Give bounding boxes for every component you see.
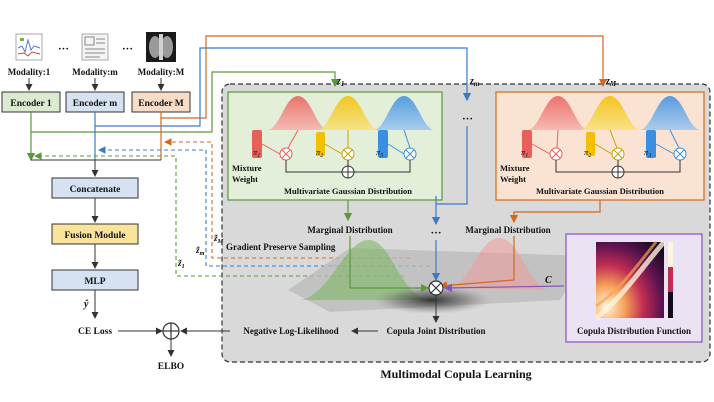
gmm-1-gaussians: [268, 96, 434, 130]
joint-sample-cloud: [374, 286, 490, 314]
fusion-module-label: Fusion Module: [65, 231, 126, 241]
zt-M-route: [163, 138, 410, 259]
copula-cdf-label: Copula Distribution Function: [577, 326, 691, 336]
elbo-label: ELBO: [158, 362, 184, 372]
copula-heatmap: [594, 240, 673, 320]
mixture-label-1: Mixture: [232, 163, 262, 173]
ce-loss-label: CE Loss: [78, 327, 112, 337]
zt-1-label: z̃1: [177, 258, 185, 270]
copula-joint-label: Copula Joint Distribution: [386, 326, 485, 336]
copula-product-node: [428, 280, 444, 296]
gmm-1-weights: [252, 130, 388, 158]
elbo-sum-symbol: [162, 322, 180, 340]
zt-1-route: [33, 152, 405, 277]
modality-dots-2: ···: [122, 43, 133, 55]
modality-1-thumbnail: [15, 33, 43, 61]
gmm-1-product-nodes: [261, 129, 417, 179]
z1-route: [30, 71, 340, 133]
zM-route: [160, 35, 608, 119]
z1-label: z1: [336, 76, 344, 88]
concatenate-label: Concatenate: [70, 185, 121, 195]
zm-route: [94, 47, 472, 127]
copula-c-label: C: [545, 275, 552, 286]
gmm-2-weights: [522, 130, 656, 158]
nll-label: Negative Log-Likelihood: [243, 326, 338, 336]
zt-M-label: z̃M: [213, 233, 224, 245]
mixture-label-2: Mixture: [500, 163, 530, 173]
marginal-curve-green: [300, 239, 430, 300]
pi2-label-b: π2: [584, 147, 591, 159]
encoder-M-label: Encoder M: [138, 99, 184, 109]
zm-label: zm: [469, 76, 480, 88]
modality-m-thumbnail: [81, 33, 109, 61]
weight-label-1: Weight: [232, 174, 258, 184]
pi1-label-a: π1: [253, 147, 260, 159]
pi2-label-a: π2: [316, 147, 323, 159]
zt-m-label: z̃m: [195, 245, 205, 257]
marginal-curve-red: [450, 237, 548, 290]
marginal-dots: ···: [430, 227, 441, 239]
marginal-label-1: Marginal Distribution: [307, 225, 392, 235]
modality-m-label: Modality:m: [72, 67, 118, 77]
weight-label-2: Weight: [500, 174, 526, 184]
pi3-label-b: π3: [644, 147, 651, 159]
modality-1-label: Modality:1: [8, 67, 51, 77]
modality-M-label: Modality:M: [138, 67, 185, 77]
gmm-2-gaussians: [528, 96, 700, 130]
encoder-1-label: Encoder 1: [10, 99, 52, 109]
modality-M-thumbnail: [146, 32, 176, 62]
zM-label: zM: [605, 76, 617, 88]
gradient-preserve-label: Gradient Preserve Sampling: [226, 242, 336, 252]
pi3-label-a: π3: [376, 147, 383, 159]
pi1-label-b: π1: [521, 147, 528, 159]
marginal-label-2: Marginal Distribution: [465, 225, 550, 235]
mgd-label-2: Multivariate Gaussian Distribution: [536, 186, 664, 196]
y-hat-label: ŷ: [83, 299, 89, 310]
z-dots: ···: [462, 113, 473, 125]
zt-m-route: [97, 146, 430, 267]
encoder-m-label: Encoder m: [73, 99, 118, 109]
mlp-label: MLP: [84, 277, 105, 287]
modality-dots-1: ···: [58, 43, 69, 55]
section-title: Multimodal Copula Learning: [380, 367, 531, 381]
gmm-2-product-nodes: [531, 129, 687, 179]
mgd-label-1: Multivariate Gaussian Distribution: [284, 186, 412, 196]
